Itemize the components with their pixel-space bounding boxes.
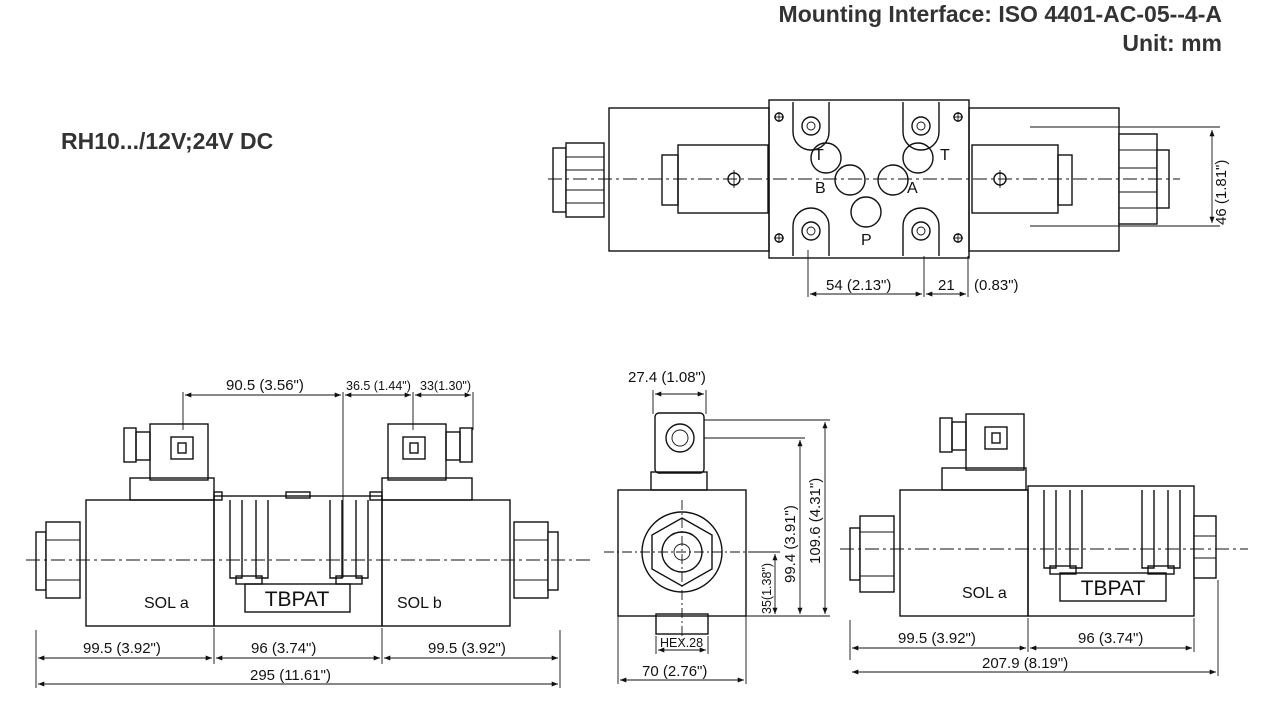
dim-90-5-label: 90.5 (3.56")	[226, 377, 304, 394]
front-sol-b-label: SOL b	[397, 595, 442, 612]
front-dim-total-label: 295 (11.61")	[250, 667, 331, 684]
single-view: TBPAT SOL a 99.5 (3.92") 96 (3.74") 207.…	[840, 413, 1248, 676]
side-view: 27.4 (1.08") 99.4 (3.91") 109.6 (4.31") …	[604, 369, 830, 684]
single-plug	[939, 413, 1027, 491]
single-inner-details	[1043, 490, 1181, 575]
single-dim-left-label: 99.5 (3.92")	[898, 630, 976, 647]
top-width-dimensions	[807, 250, 969, 297]
top-corner-screws	[774, 112, 963, 243]
port-t-left-label: T	[814, 147, 824, 164]
single-dim-mid-label: 96 (3.74")	[1078, 630, 1143, 647]
dim-33-label: 33(1.30")	[420, 379, 471, 393]
dim-54-label: 54 (2.13")	[826, 277, 891, 294]
dim-46-label: 46 (1.81")	[1213, 160, 1230, 225]
dim-99-4-label: 99.4 (3.91")	[782, 505, 799, 583]
top-view: T T B A P 46 (1.81") 54 (2.13") 21 (0.83…	[548, 99, 1230, 297]
top-height-dimension	[1030, 126, 1220, 227]
dim-35-label: 35(1.38")	[760, 563, 774, 614]
front-dim-mid-label: 96 (3.74")	[251, 640, 316, 657]
side-dim-bottom-label: 70 (2.76")	[642, 663, 707, 680]
front-bottom-dimensions	[35, 628, 561, 688]
side-plug	[654, 412, 705, 474]
unit-label: Unit: mm	[1122, 30, 1222, 56]
single-end-nut	[1193, 515, 1217, 579]
dim-27-4-label: 27.4 (1.08")	[628, 369, 706, 386]
mounting-interface-title: Mounting Interface: ISO 4401-AC-05--4-A	[778, 1, 1222, 27]
front-right-plug	[381, 423, 473, 501]
front-top-dimensions	[182, 392, 474, 578]
single-bottom-dimensions	[849, 580, 1219, 676]
port-b-label: B	[815, 180, 826, 197]
single-dim-total-label: 207.9 (8.19")	[982, 655, 1068, 672]
single-left-connector	[849, 515, 895, 593]
front-inner-details	[229, 500, 369, 585]
port-a-label: A	[907, 180, 918, 197]
single-sol-a-label: SOL a	[962, 585, 1007, 602]
port-p-label: P	[861, 232, 872, 249]
front-left-plug	[123, 423, 215, 501]
single-nameplate-label: TBPAT	[1081, 577, 1146, 600]
dim-109-6-label: 109.6 (4.31")	[807, 478, 824, 564]
hex-label: HEX.28	[660, 636, 703, 650]
front-nameplate-label: TBPAT	[265, 588, 330, 611]
dim-36-5-label: 36.5 (1.44")	[346, 379, 411, 393]
top-left-connector	[552, 142, 605, 218]
front-dim-left-label: 99.5 (3.92")	[83, 640, 161, 657]
front-dim-right-label: 99.5 (3.92")	[428, 640, 506, 657]
front-view: TBPAT SOL a SOL b 90.5 (3.56") 36.5 (1.4…	[26, 377, 590, 688]
front-sol-a-label: SOL a	[144, 595, 189, 612]
single-nameplate	[1059, 572, 1167, 602]
dim-21-label: 21	[938, 277, 955, 294]
model-label: RH10.../12V;24V DC	[61, 128, 274, 154]
front-nameplate	[244, 583, 351, 613]
dim-21-inch-label: (0.83")	[974, 277, 1019, 294]
top-bolt-pockets	[792, 102, 940, 256]
side-dimensions	[617, 390, 830, 684]
port-t-right-label: T	[940, 147, 950, 164]
top-ports	[810, 142, 934, 228]
